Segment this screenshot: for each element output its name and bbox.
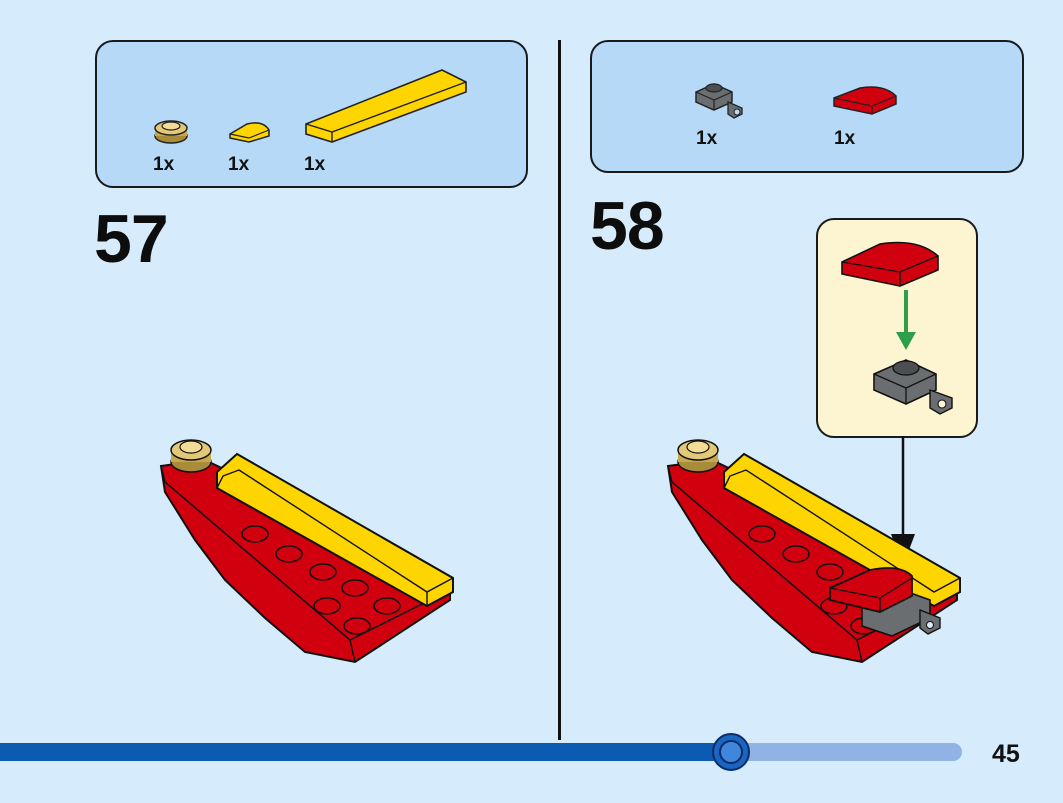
parts-list-step-57: 1x 1x 1x [95, 40, 528, 188]
step-number: 58 [590, 188, 665, 264]
part-qty: 1x [304, 154, 326, 175]
sub-assembly-callout [816, 218, 978, 438]
part-qty: 1x [834, 128, 856, 149]
sub-assembly-illustration [841, 241, 953, 415]
yellow-quarter-tile-icon [229, 122, 270, 143]
step-number: 57 [94, 201, 169, 277]
step-57-model [159, 439, 454, 664]
part-qty: 1x [153, 154, 175, 175]
green-arrow-icon [896, 332, 916, 350]
progress-fill [0, 743, 731, 761]
progress-knob [712, 733, 750, 771]
step-58-model [666, 439, 961, 664]
gold-round-plate-icon [154, 120, 188, 144]
part-qty: 1x [228, 154, 250, 175]
yellow-long-tile-icon [305, 69, 467, 143]
page-number: 45 [992, 740, 1020, 768]
grey-clip-plate-icon [695, 83, 743, 119]
part-qty: 1x [696, 128, 718, 149]
step-divider [558, 40, 561, 740]
parts-list-step-58: 1x 1x [590, 40, 1024, 173]
red-curved-slope-icon [833, 86, 897, 115]
